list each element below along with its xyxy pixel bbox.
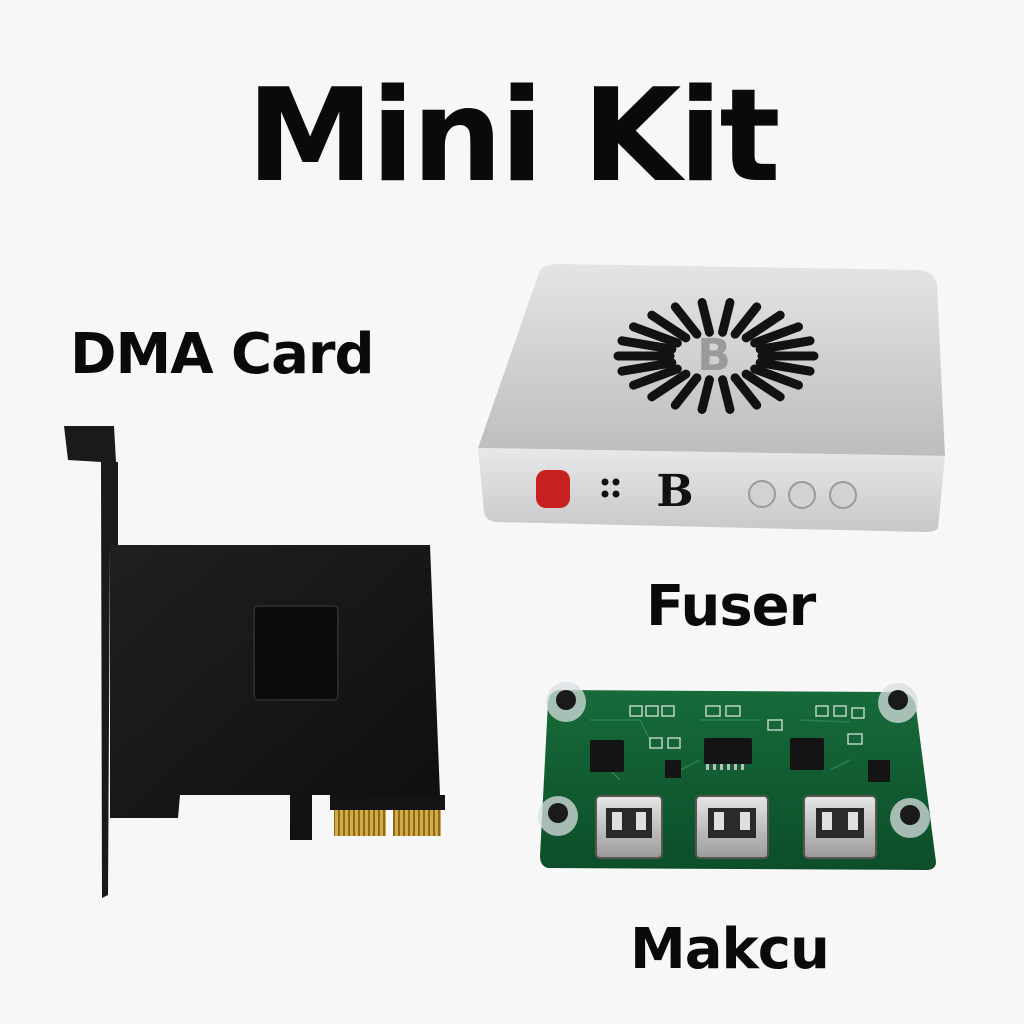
- makcu-usb-port-2: [695, 795, 769, 859]
- makcu-label: Makcu: [630, 917, 830, 982]
- makcu-ic-1: [590, 740, 624, 772]
- fuser-front-logo: B: [656, 466, 693, 517]
- fuser-vent-slot: [647, 369, 691, 402]
- dma-chip: [253, 605, 339, 701]
- makcu-ic-2: [704, 738, 752, 764]
- fuser-vent-slot: [750, 364, 803, 390]
- dma-card-label: DMA Card: [70, 322, 375, 387]
- fuser-vent-slot: [697, 375, 714, 414]
- fuser-round-button-3: [829, 481, 857, 509]
- fuser-red-button: [536, 470, 570, 508]
- fuser-vent-slot: [741, 369, 785, 402]
- fuser-vent-slot: [617, 336, 677, 354]
- fuser-label: Fuser: [646, 574, 816, 639]
- fuser-vent-slot: [670, 373, 702, 410]
- makcu-ic-3: [790, 738, 824, 770]
- fuser-vent-slot: [647, 310, 691, 343]
- fuser-vent-slot: [718, 375, 735, 414]
- dma-bracket: [64, 426, 118, 898]
- fuser-top: [478, 264, 945, 456]
- fuser-vent-slot: [730, 302, 762, 339]
- makcu-standoffs: [538, 682, 930, 838]
- fuser-vent-slot: [670, 302, 702, 339]
- page-title: Mini Kit: [246, 62, 780, 211]
- fuser-vent-slot: [750, 322, 803, 348]
- fuser-vent-slot: [629, 322, 682, 348]
- dma-connector-left: [334, 810, 386, 836]
- dma-connector-right: [393, 810, 441, 836]
- fuser-front: [478, 448, 945, 532]
- fuser-vent-slot: [617, 358, 677, 376]
- fuser-vent-slot: [755, 336, 815, 354]
- fuser-vent-slot: [718, 298, 735, 337]
- fuser-vent-grille: [613, 298, 819, 414]
- makcu-usb-port-1: [595, 795, 663, 859]
- fuser-vent-slot: [697, 298, 714, 337]
- fuser-round-button-2: [788, 481, 816, 509]
- fuser-vent-slot: [741, 310, 785, 343]
- fuser-round-button-1: [748, 480, 776, 508]
- makcu-usb-port-3: [803, 795, 877, 859]
- fuser-vent-slot: [730, 373, 762, 410]
- fuser-vent-slot: [755, 358, 815, 376]
- fuser-top-logo: B: [697, 330, 731, 381]
- fuser-vent-slot: [629, 364, 682, 390]
